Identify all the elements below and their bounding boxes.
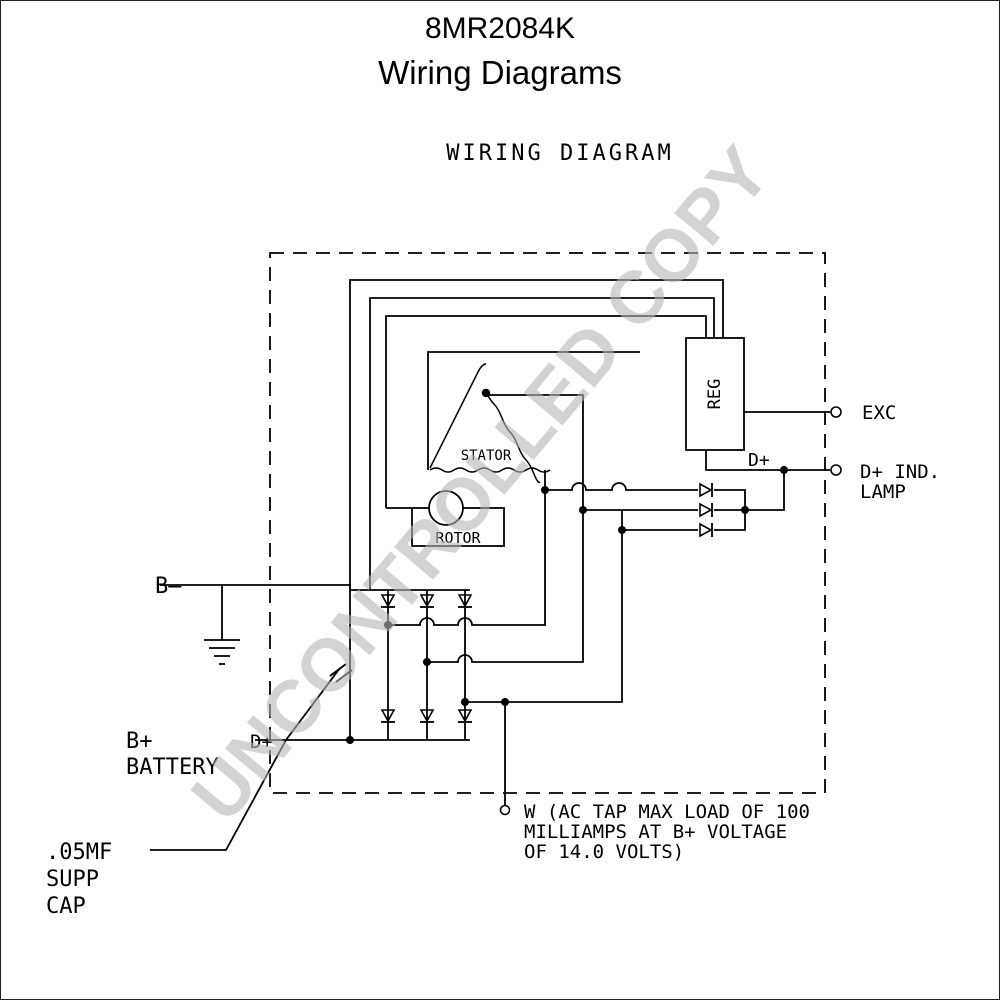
- regulator-box: [685, 337, 745, 451]
- rotor-label: ROTOR: [435, 529, 481, 547]
- alternator-housing: [269, 252, 826, 794]
- stator-label: STATOR: [461, 448, 512, 464]
- junction-dots: [346, 466, 788, 744]
- exc-terminal: [830, 406, 842, 418]
- d-plus-lower-label: D+: [250, 731, 273, 753]
- diode-trio-3: [699, 522, 713, 538]
- d-plus-terminal: [830, 464, 842, 476]
- w-label-line-2: MILLIAMPS AT B+ VOLTAGE: [524, 821, 787, 843]
- page-subtitle: Wiring Diagrams: [378, 54, 622, 91]
- lamp-label: LAMP: [860, 481, 906, 503]
- watermark: UNCONTROLLED COPY: [175, 131, 786, 836]
- cap-label-line-1: .05MF: [46, 840, 112, 865]
- battery-label: BATTERY: [126, 755, 219, 780]
- stator-winding: [429, 363, 551, 484]
- d-plus-upper-label: D+: [748, 450, 770, 471]
- b-plus-label: B+: [126, 729, 153, 754]
- exc-label: EXC: [862, 402, 896, 424]
- diagram-heading: WIRING DIAGRAM: [446, 141, 673, 166]
- regulator-label: REG: [705, 379, 725, 410]
- w-label-line-3: OF 14.0 VOLTS): [524, 841, 684, 863]
- d-plus-ind-label: D+ IND.: [860, 461, 940, 483]
- diode-trio-1: [699, 482, 713, 498]
- rotor-icon: [428, 490, 464, 526]
- part-number: 8MR2084K: [424, 12, 576, 45]
- wiring: [150, 279, 830, 851]
- cap-label-line-2: SUPP: [46, 867, 99, 892]
- w-label-line-1: W (AC TAP MAX LOAD OF 100: [524, 801, 810, 823]
- cap-label-line-3: CAP: [46, 894, 86, 919]
- w-terminal: [499, 804, 511, 816]
- diode-trio-2: [699, 502, 713, 518]
- b-minus-label: B—: [155, 574, 182, 599]
